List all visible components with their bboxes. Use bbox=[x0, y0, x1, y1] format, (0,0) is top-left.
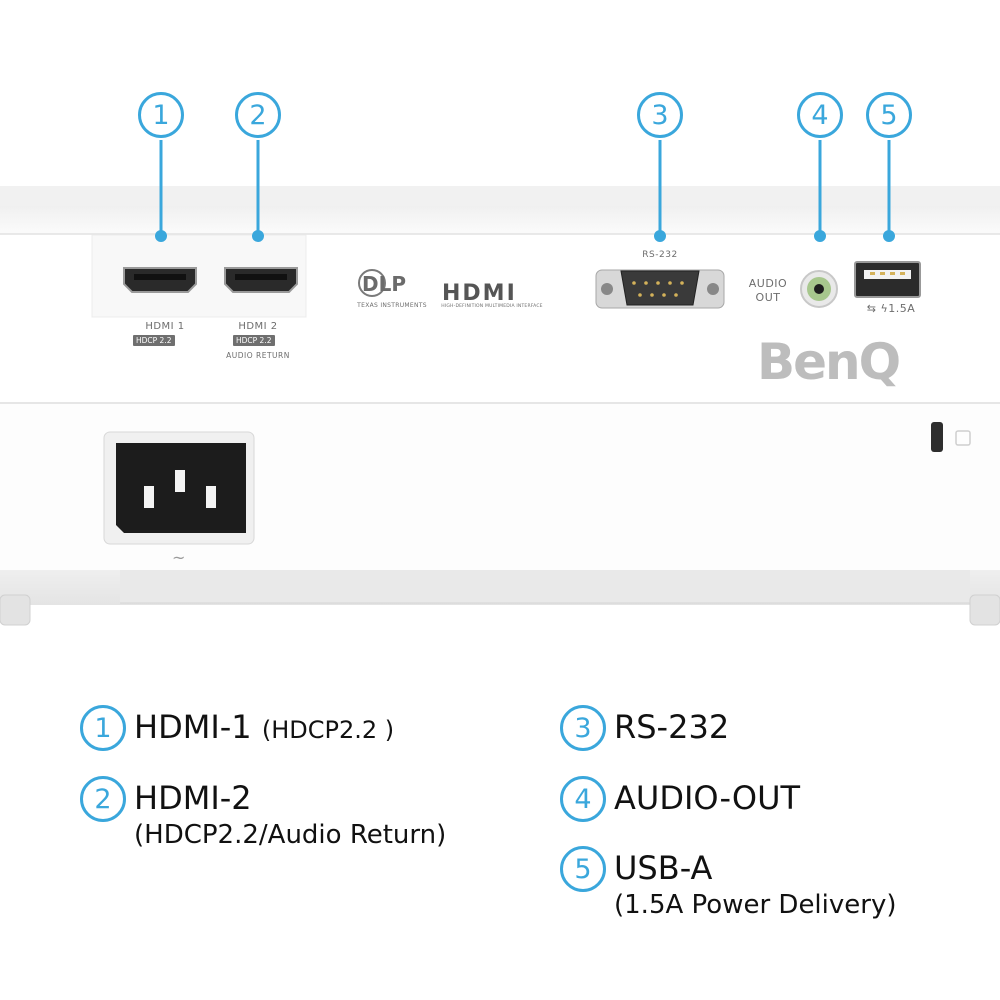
rs232-port-label: RS-232 bbox=[642, 250, 678, 260]
projector-body-illustration bbox=[0, 140, 1000, 626]
audio-out-port-label: AUDIO OUT bbox=[748, 277, 788, 304]
legend-title: AUDIO-OUT bbox=[614, 779, 801, 817]
callout-4: 4 bbox=[797, 92, 843, 138]
legend-item-audio-out: 4 AUDIO-OUT bbox=[560, 776, 800, 822]
callout-1: 1 bbox=[138, 92, 184, 138]
legend-subtitle: (HDCP2.2/Audio Return) bbox=[134, 820, 447, 850]
dlp-logo: DLP bbox=[362, 272, 407, 296]
brand-logo: BenQ bbox=[757, 333, 901, 391]
legend-title-suffix: (HDCP2.2 ) bbox=[261, 716, 395, 744]
callout-5: 5 bbox=[866, 92, 912, 138]
callout-3: 3 bbox=[637, 92, 683, 138]
ac-symbol: ~ bbox=[172, 548, 186, 567]
legend-item-usb-a: 5 USB-A (1.5A Power Delivery) bbox=[560, 846, 896, 920]
legend-number: 3 bbox=[560, 705, 606, 751]
usb-rating-label: ⇆ ϟ1.5A bbox=[866, 302, 916, 315]
port-legend: 1 HDMI-1 (HDCP2.2 ) 2 HDMI-2 (HDCP2.2/Au… bbox=[0, 650, 1000, 1000]
hdmi2-hdcp-tag: HDCP 2.2 bbox=[233, 335, 275, 346]
hdmi1-port-label: HDMI 1 bbox=[145, 321, 185, 332]
legend-item-hdmi1: 1 HDMI-1 (HDCP2.2 ) bbox=[80, 705, 394, 752]
hdmi1-hdcp-tag: HDCP 2.2 bbox=[133, 335, 175, 346]
projector-rear-photo: HDMI 1 HDCP 2.2 HDMI 2 HDCP 2.2 AUDIO RE… bbox=[0, 92, 1000, 626]
legend-title: RS-232 bbox=[614, 708, 730, 746]
callout-2: 2 bbox=[235, 92, 281, 138]
legend-subtitle: (1.5A Power Delivery) bbox=[614, 890, 897, 920]
dlp-logo-subtitle: TEXAS INSTRUMENTS bbox=[357, 302, 427, 309]
legend-number: 1 bbox=[80, 705, 126, 751]
legend-item-rs232: 3 RS-232 bbox=[560, 705, 729, 751]
legend-title: USB-A bbox=[614, 849, 713, 887]
legend-title: HDMI-2 bbox=[134, 779, 252, 817]
hdmi-logo-subtitle: HIGH-DEFINITION MULTIMEDIA INTERFACE bbox=[441, 304, 543, 309]
legend-item-hdmi2: 2 HDMI-2 (HDCP2.2/Audio Return) bbox=[80, 776, 446, 850]
legend-title: HDMI-1 bbox=[134, 708, 252, 746]
legend-number: 5 bbox=[560, 846, 606, 892]
hdmi2-port-label: HDMI 2 bbox=[238, 321, 278, 332]
hdmi2-audio-return-label: AUDIO RETURN bbox=[226, 351, 290, 360]
legend-number: 4 bbox=[560, 776, 606, 822]
legend-number: 2 bbox=[80, 776, 126, 822]
hdmi-logo: HDMI bbox=[442, 281, 517, 306]
